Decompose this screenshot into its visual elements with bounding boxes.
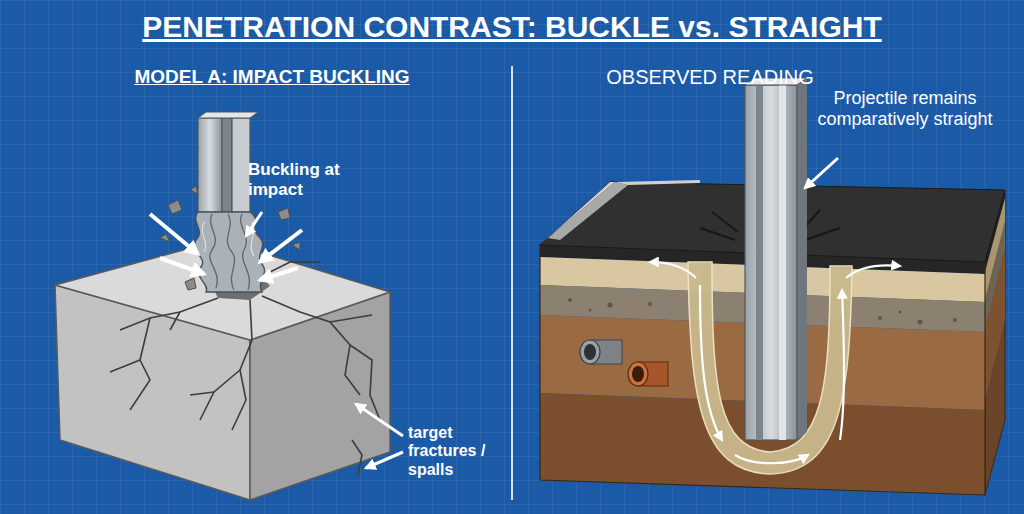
buckled-beam: [232, 118, 250, 212]
concrete-block: [185, 278, 196, 290]
soil-section: [608, 303, 613, 308]
panel-heading: OBSERVED READING: [580, 66, 840, 89]
callout-label: Projectile remains comparatively straigh…: [815, 88, 995, 129]
leader-line: [366, 452, 403, 468]
buried-pipe: [632, 366, 644, 382]
concrete-block: [190, 392, 214, 395]
panel-heading: MODEL A: IMPACT BUCKLING: [100, 66, 444, 88]
soil-section: [805, 228, 840, 240]
buckled-beam: [241, 214, 250, 290]
buckled-beam: [198, 118, 222, 212]
concrete-block: [262, 296, 360, 395]
concrete-block: [200, 370, 240, 420]
callout-label: target fractures / spalls: [408, 424, 506, 479]
leader-line: [246, 212, 403, 468]
soil-section: [548, 182, 628, 240]
displaced-soil-flow: [650, 262, 696, 278]
soil-section: [899, 311, 902, 314]
concrete-block: [55, 186, 390, 500]
concrete-block: [110, 360, 140, 372]
concrete-block: [330, 315, 372, 322]
force-arrow: [150, 214, 198, 254]
soil-section: [700, 228, 735, 240]
buckled-beam: [222, 118, 232, 212]
buckled-beam: [198, 112, 258, 118]
soil-section: [615, 180, 700, 185]
buckled-beam: [202, 222, 205, 252]
displaced-soil-flow: [700, 285, 722, 440]
buckled-beam: [194, 212, 264, 292]
concrete-block: [160, 234, 170, 242]
leader-line: [805, 158, 838, 188]
soil-section: [589, 309, 592, 312]
straight-beam: [756, 85, 763, 440]
concrete-block: [170, 312, 180, 330]
callout-label: Buckling at impact: [248, 160, 348, 199]
soil-section: [712, 212, 738, 232]
force-arrow: [160, 258, 204, 274]
displaced-soil-flow: [846, 265, 900, 278]
concrete-block: [278, 208, 290, 220]
displaced-soil-flow: [735, 455, 808, 463]
force-arrow: [260, 268, 298, 280]
force-arrow: [260, 230, 302, 262]
straight-beam: [745, 78, 807, 440]
leader-line: [805, 158, 838, 188]
buckled-beam: [227, 214, 234, 290]
concrete-block: [120, 298, 218, 330]
buried-pipe: [584, 344, 596, 360]
concrete-block: [232, 300, 252, 430]
blueprint-ground: [511, 66, 513, 500]
buried-pipe: [580, 340, 668, 386]
soil-section: [918, 320, 923, 325]
buckled-beam: [210, 214, 217, 288]
straight-beam: [745, 85, 797, 440]
leader-line: [246, 212, 262, 236]
diagram-title: PENETRATION CONTRAST: BUCKLE vs. STRAIGH…: [0, 10, 1024, 45]
straight-beam: [797, 78, 807, 440]
buried-pipe: [628, 362, 648, 386]
buckled-beam: [202, 222, 254, 256]
soil-section: [648, 302, 652, 306]
soil-section: [568, 298, 572, 302]
straight-beam: [779, 85, 786, 440]
concrete-block: [190, 186, 198, 194]
concrete-block: [352, 440, 362, 475]
leader-line: [356, 404, 403, 436]
soil-section: [878, 316, 882, 320]
displaced-soil-flow: [840, 290, 844, 440]
soil-section: [953, 318, 957, 322]
force-arrow: [150, 214, 302, 280]
buckled-beam: [210, 214, 249, 290]
concrete-block: [130, 318, 150, 410]
soil-section: [985, 250, 1005, 400]
buckled-beam: [194, 112, 264, 292]
concrete-block: [168, 200, 182, 214]
buried-pipe: [580, 340, 600, 364]
concrete-block: [292, 242, 300, 250]
